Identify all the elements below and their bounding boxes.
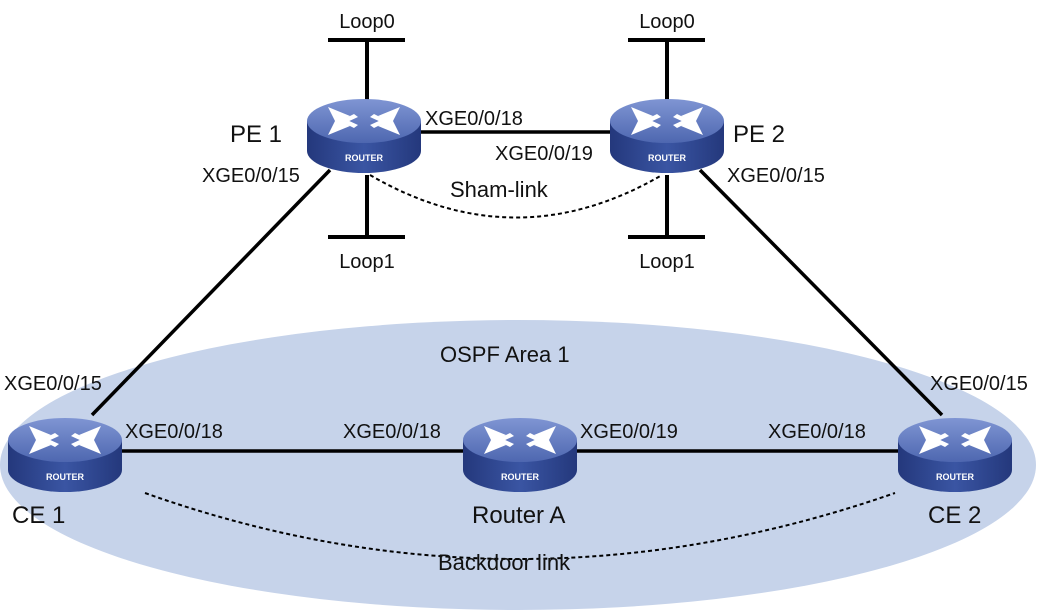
sham-link-label: Sham-link [450,177,549,202]
loopback-stubs [328,38,705,239]
link-pe2-ce2 [698,168,944,417]
router-ce1[interactable]: ROUTER [8,418,122,492]
pe2-label: PE 2 [733,121,785,148]
ce1-label: CE 1 [12,502,65,529]
iface-ce1-ra: XGE0/0/18 [125,421,223,443]
backdoor-link-label: Backdoor link [438,550,571,575]
router-badge: ROUTER [936,472,975,482]
router-badge: ROUTER [501,472,540,482]
pe2-loop0-label: Loop0 [639,11,695,33]
router-a[interactable]: ROUTER [463,418,577,492]
ospf-area-label: OSPF Area 1 [440,342,570,367]
ce2-label: CE 2 [928,502,981,529]
pe1-label: PE 1 [230,121,282,148]
router-pe1[interactable]: ROUTER [307,99,421,173]
iface-ra-ce1: XGE0/0/18 [343,421,441,443]
pe1-loop1-label: Loop1 [339,251,395,273]
router-ce2[interactable]: ROUTER [898,418,1012,492]
link-pe1-ce1 [90,168,332,417]
iface-pe2-ce2: XGE0/0/15 [727,165,825,187]
router-badge: ROUTER [46,472,85,482]
iface-pe1-pe2: XGE0/0/18 [425,108,523,130]
pe1-loop0-label: Loop0 [339,11,395,33]
router-badge: ROUTER [648,153,687,163]
iface-ce2-pe2: XGE0/0/15 [930,373,1028,395]
pe2-loop1-label: Loop1 [639,251,695,273]
backdoor-link-line [144,492,896,560]
iface-ra-ce2: XGE0/0/19 [580,421,678,443]
physical-links [90,130,944,453]
iface-ce1-pe1: XGE0/0/15 [4,373,102,395]
iface-pe2-pe1: XGE0/0/19 [495,143,593,165]
sham-link-line [369,174,663,219]
router-badge: ROUTER [345,153,384,163]
iface-pe1-ce1: XGE0/0/15 [202,165,300,187]
logical-links [144,174,896,560]
router-pe2[interactable]: ROUTER [610,99,724,173]
iface-ce2-ra: XGE0/0/18 [768,421,866,443]
router-a-label: Router A [472,502,565,529]
